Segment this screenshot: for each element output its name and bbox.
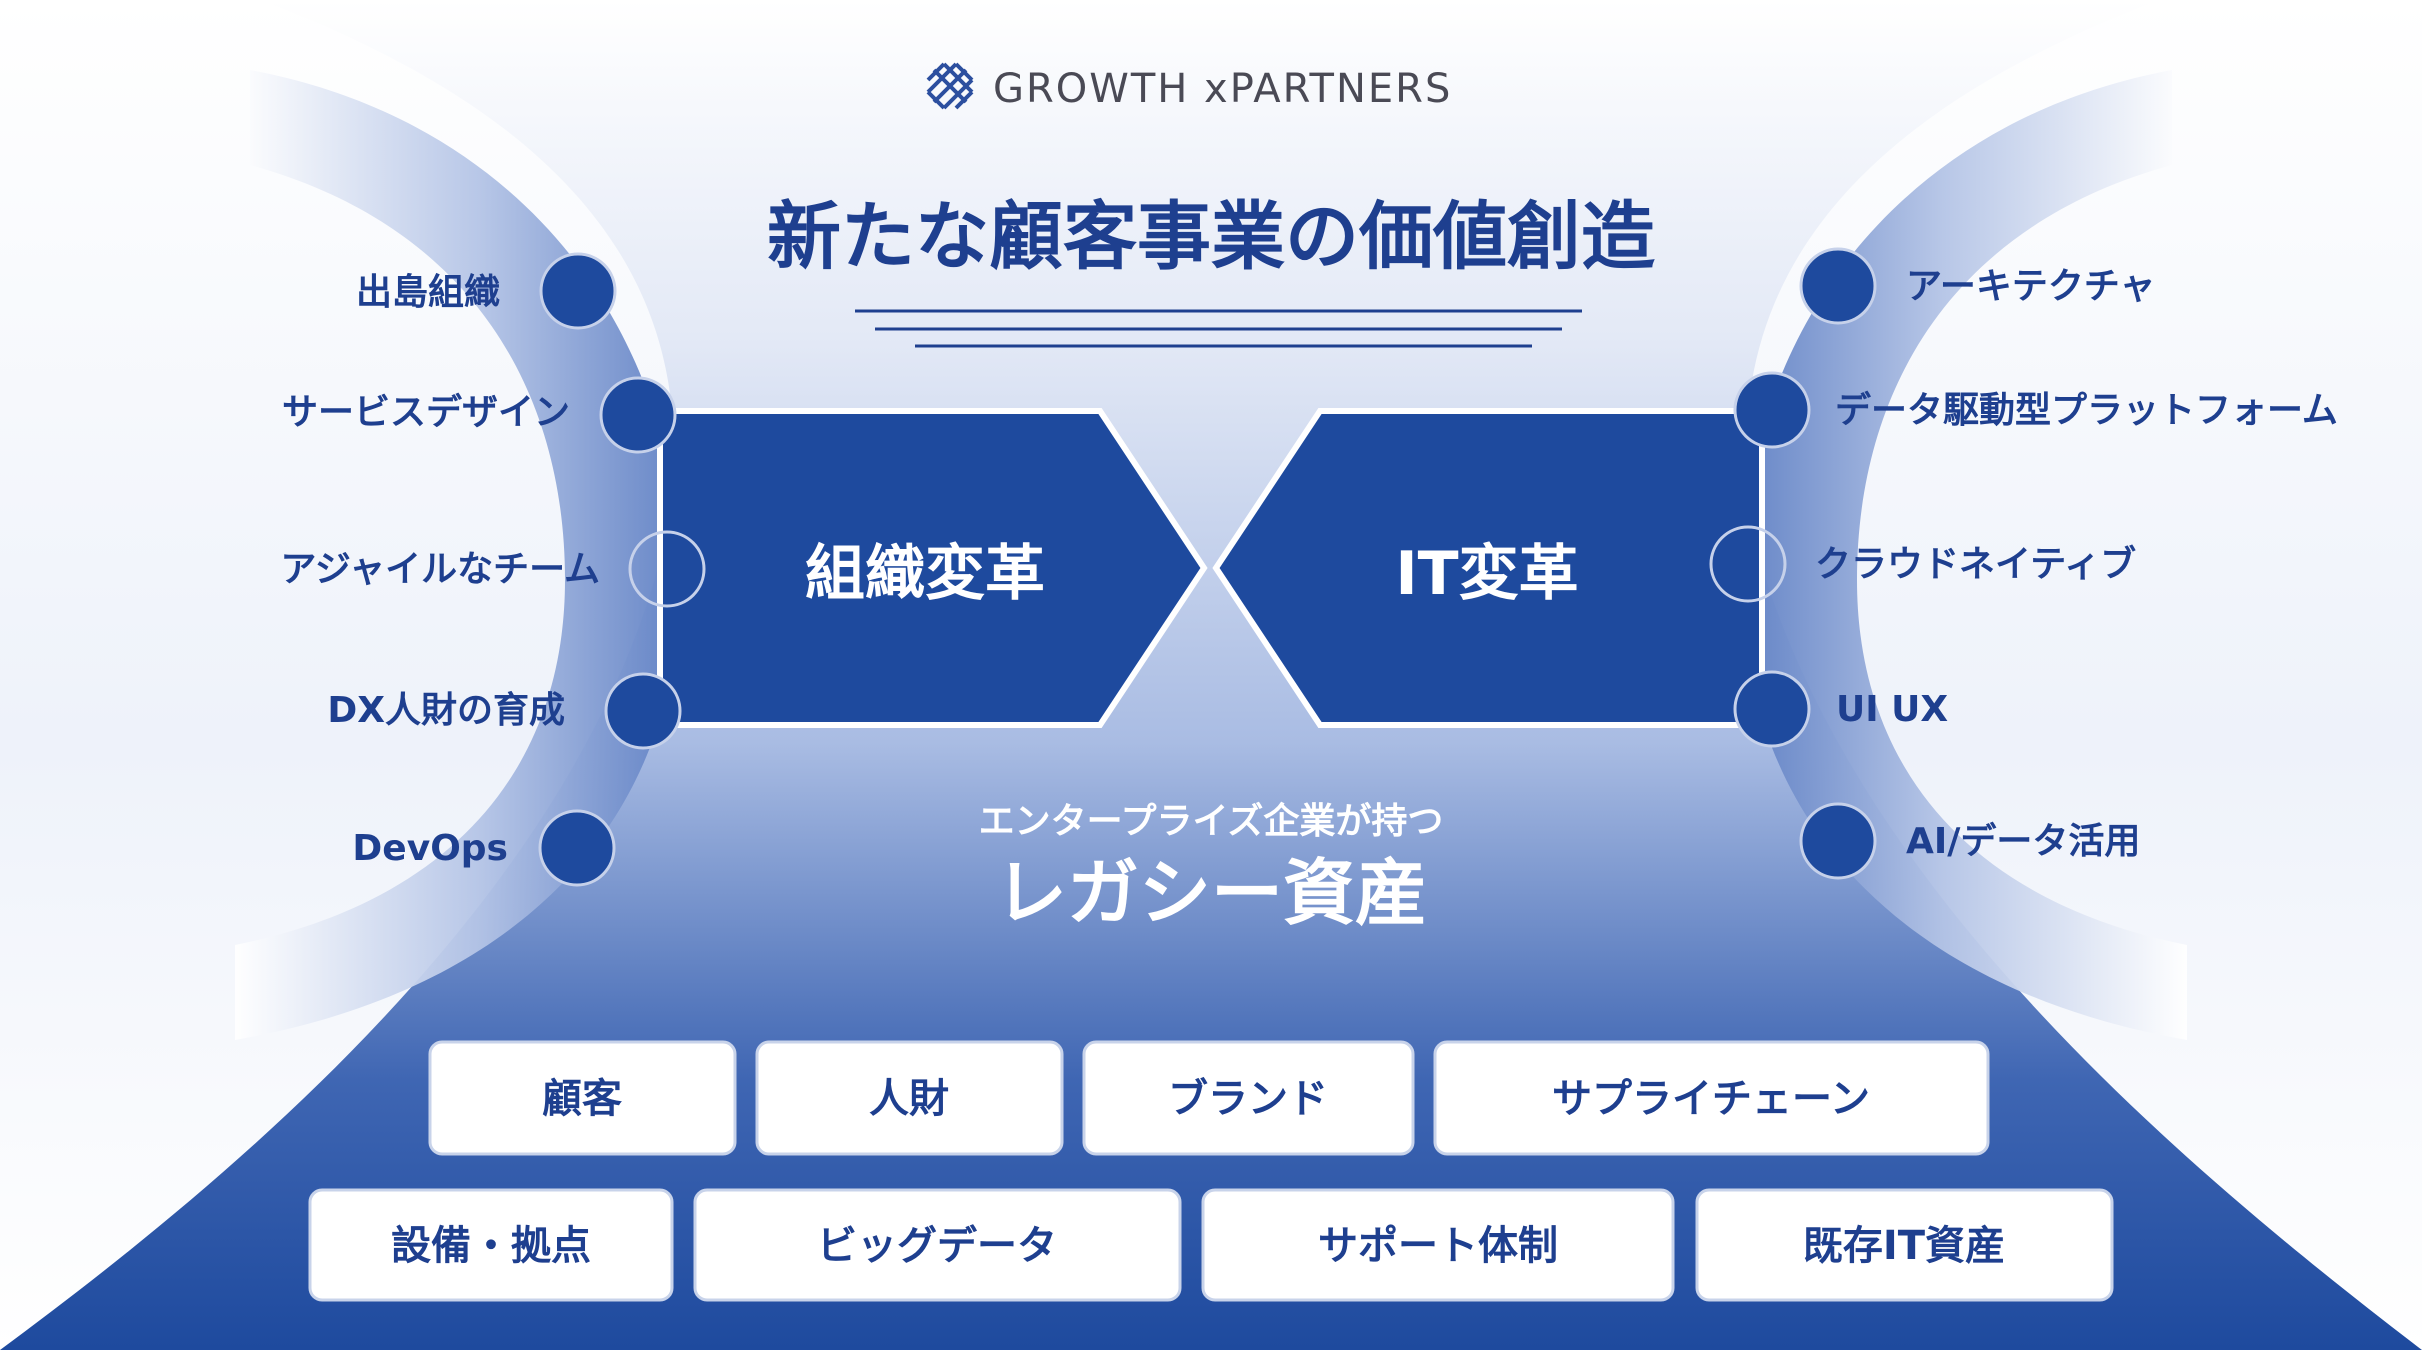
left-item-2: サービスデザイン: [282, 391, 570, 433]
left-node-1: [539, 252, 617, 330]
asset-label-people: 人財: [869, 1076, 949, 1122]
org-transformation-chevron: [657, 408, 1208, 728]
main-title: 新たな顧客事業の価値創造: [767, 194, 1655, 280]
asset-box-big-data: [693, 1188, 1182, 1302]
asset-label-existing-it: 既存IT資産: [1803, 1223, 2005, 1269]
it-transformation-label: IT変革: [1395, 539, 1578, 609]
asset-box-brand: [1082, 1040, 1415, 1156]
left-node-2: [599, 376, 677, 454]
right-item-5: AI/データ活用: [1906, 820, 2140, 862]
legacy-title: レガシー資産: [995, 851, 1427, 935]
asset-box-support: [1201, 1188, 1675, 1302]
legacy-subtitle: エンタープライズ企業が持つ: [979, 800, 1444, 842]
asset-label-customers: 顧客: [542, 1076, 622, 1122]
right-item-4: UI UX: [1836, 689, 1948, 730]
right-item-2: データ駆動型プラットフォーム: [1835, 389, 2338, 431]
asset-box-people: [755, 1040, 1064, 1156]
left-item-5: DevOps: [352, 828, 508, 869]
org-transformation-inner-line: [660, 417, 1198, 719]
brand-name: GROWTH xPARTNERS: [993, 66, 1452, 112]
left-item-1: 出島組織: [356, 272, 500, 313]
org-transformation-label: 組織変革: [805, 539, 1045, 609]
right-node-5: [1799, 802, 1877, 880]
asset-box-supply-chain: [1433, 1040, 1990, 1156]
right-node-2: [1733, 371, 1811, 449]
asset-label-facilities: 設備・拠点: [391, 1223, 591, 1269]
left-item-3: アジャイルなチーム: [280, 549, 600, 590]
left-item-4: DX人財の育成: [327, 690, 565, 731]
asset-label-support: サポート体制: [1318, 1223, 1558, 1269]
asset-box-customers: [428, 1040, 737, 1156]
right-node-4: [1733, 670, 1811, 748]
right-item-1: アーキテクチャ: [1906, 266, 2155, 307]
asset-box-existing-it: [1695, 1188, 2114, 1302]
asset-label-brand: ブランド: [1168, 1076, 1328, 1122]
right-node-1: [1799, 247, 1877, 325]
right-node-3: [1709, 525, 1787, 603]
left-node-3: [628, 530, 706, 608]
left-node-4: [604, 672, 682, 750]
asset-label-supply-chain: サプライチェーン: [1552, 1076, 1870, 1122]
left-node-5: [538, 809, 616, 887]
asset-box-facilities: [308, 1188, 674, 1302]
crosshatch-logo-icon: [926, 62, 974, 110]
right-item-3: クラウドネイティブ: [1815, 543, 2136, 585]
asset-label-big-data: ビッグデータ: [817, 1223, 1057, 1269]
